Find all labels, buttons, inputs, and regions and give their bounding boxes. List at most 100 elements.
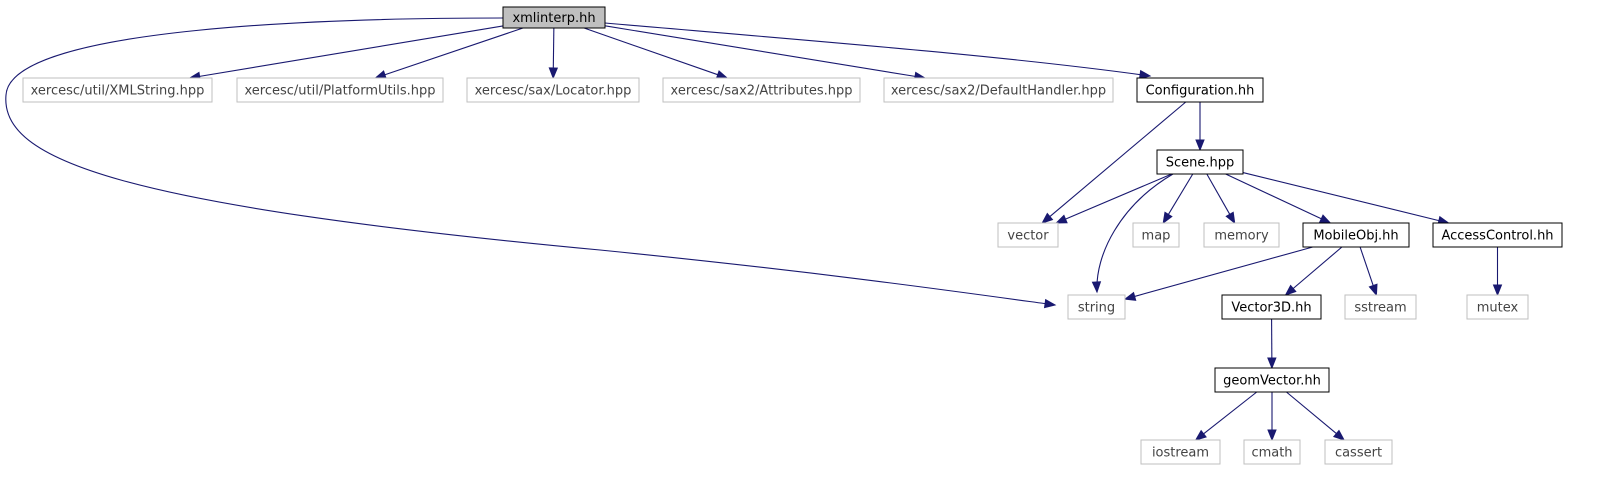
edge-geomvector-hh-to-iostream	[1194, 391, 1258, 441]
edge-scene-hpp-to-memory-arrowhead	[1225, 211, 1236, 225]
node-mobileobj-hh[interactable]: MobileObj.hh	[1302, 222, 1410, 248]
node-vector: vector	[997, 222, 1059, 248]
node-accesscontrol-hh-box	[1432, 222, 1563, 248]
node-configuration-hh[interactable]: Configuration.hh	[1136, 77, 1264, 103]
node-string: string	[1067, 294, 1126, 320]
node-configuration-hh-box	[1136, 77, 1264, 103]
node-mobileobj-hh-box	[1302, 222, 1410, 248]
node-geomvector-hh[interactable]: geomVector.hh	[1214, 367, 1330, 393]
node-vector3d-hh-box	[1221, 294, 1322, 320]
node-scene-hpp-label: Scene.hpp	[1166, 156, 1235, 171]
node-memory: memory	[1203, 222, 1280, 248]
edge-configuration-hh-to-vector	[1041, 101, 1187, 224]
edge-xmlinterp-hh-to-string	[5, 17, 1057, 309]
edge-scene-hpp-to-accesscontrol-hh-line	[1242, 172, 1440, 222]
node-defaulthandler-hpp-box	[883, 77, 1114, 103]
edge-xmlinterp-hh-to-string-arrowhead	[1043, 298, 1057, 309]
edge-geomvector-hh-to-cassert-arrowhead	[1332, 429, 1346, 441]
edge-xmlinterp-hh-to-string-path	[5, 17, 1056, 306]
edge-scene-hpp-to-string-path	[1096, 173, 1174, 293]
edge-geomvector-hh-to-iostream-line	[1203, 391, 1258, 435]
edge-mobileobj-hh-to-vector3d-hh-arrowhead	[1284, 284, 1297, 296]
node-scene-hpp-box	[1156, 149, 1244, 175]
node-map-label: map	[1142, 229, 1171, 244]
node-cmath-label: cmath	[1251, 446, 1292, 461]
edge-mobileobj-hh-to-vector3d-hh	[1284, 246, 1343, 296]
edge-xmlinterp-hh-to-locator-hpp-arrowhead	[548, 67, 559, 80]
node-mutex-label: mutex	[1477, 301, 1519, 316]
edge-vector3d-hh-to-geomvector-hh-arrowhead	[1267, 357, 1277, 370]
edge-mobileobj-hh-to-string	[1123, 246, 1313, 301]
edge-xmlinterp-hh-to-defaulthandler-hpp-line	[604, 25, 916, 77]
node-defaulthandler-hpp-label: xercesc/sax2/DefaultHandler.hpp	[891, 84, 1106, 99]
node-scene-hpp[interactable]: Scene.hpp	[1156, 149, 1244, 175]
edge-xmlinterp-hh-to-configuration-hh-arrowhead	[1138, 69, 1152, 80]
node-xmlinterp-hh-box	[502, 6, 606, 29]
node-attributes-hpp-label: xercesc/sax2/Attributes.hpp	[671, 84, 853, 99]
edge-scene-hpp-to-vector-line	[1065, 173, 1172, 220]
edge-xmlinterp-hh-to-platformutils-hpp-line	[384, 27, 524, 76]
node-vector3d-hh-label: Vector3D.hh	[1231, 301, 1311, 316]
node-iostream-box	[1140, 439, 1221, 465]
node-cassert-label: cassert	[1335, 446, 1382, 461]
node-configuration-hh-label: Configuration.hh	[1146, 84, 1255, 99]
edge-vector3d-hh-to-geomvector-hh	[1267, 318, 1277, 370]
edge-accesscontrol-hh-to-mutex	[1492, 247, 1503, 297]
node-cmath: cmath	[1243, 439, 1301, 465]
node-iostream-label: iostream	[1152, 446, 1209, 461]
edge-configuration-hh-to-vector-line	[1049, 101, 1187, 217]
node-xmlstring-hpp: xercesc/util/XMLString.hpp	[22, 77, 213, 103]
edge-accesscontrol-hh-to-mutex-arrowhead	[1492, 284, 1503, 297]
node-mutex: mutex	[1466, 294, 1529, 320]
edge-scene-hpp-to-vector-arrowhead	[1055, 214, 1068, 224]
edge-mobileobj-hh-to-string-line	[1134, 246, 1313, 297]
node-xmlinterp-hh[interactable]: xmlinterp.hh	[502, 6, 606, 29]
node-locator-hpp-box	[466, 77, 640, 103]
edge-xmlinterp-hh-to-attributes-hpp-line	[583, 27, 718, 76]
node-sstream-box	[1344, 294, 1417, 320]
node-string-label: string	[1078, 301, 1115, 316]
edge-mobileobj-hh-to-sstream-arrowhead	[1368, 283, 1378, 297]
node-vector-label: vector	[1007, 229, 1049, 244]
edge-scene-hpp-to-vector	[1055, 173, 1172, 224]
node-sstream: sstream	[1344, 294, 1417, 320]
node-attributes-hpp-box	[662, 77, 861, 103]
node-locator-hpp: xercesc/sax/Locator.hpp	[466, 77, 640, 103]
edges-layer	[5, 17, 1503, 442]
node-sstream-label: sstream	[1354, 301, 1406, 316]
edge-configuration-hh-to-scene-hpp-arrowhead	[1195, 139, 1205, 152]
node-cassert: cassert	[1324, 439, 1393, 465]
node-vector3d-hh[interactable]: Vector3D.hh	[1221, 294, 1322, 320]
node-platformutils-hpp-box	[236, 77, 444, 103]
node-geomvector-hh-box	[1214, 367, 1330, 393]
edge-geomvector-hh-to-iostream-arrowhead	[1194, 429, 1207, 441]
edge-xmlinterp-hh-to-locator-hpp-line	[552, 27, 555, 69]
node-locator-hpp-label: xercesc/sax/Locator.hpp	[475, 84, 632, 99]
edge-geomvector-hh-to-cassert	[1286, 391, 1346, 441]
node-map: map	[1132, 222, 1180, 248]
edge-xmlinterp-hh-to-xmlstring-hpp-line	[199, 25, 504, 77]
node-accesscontrol-hh-label: AccessControl.hh	[1441, 229, 1553, 244]
edge-scene-hpp-to-mobileobj-hh-arrowhead	[1318, 214, 1332, 224]
node-geomvector-hh-label: geomVector.hh	[1223, 374, 1321, 389]
edge-mobileobj-hh-to-vector3d-hh-line	[1292, 246, 1343, 289]
edge-scene-hpp-to-map-line	[1167, 173, 1194, 215]
edge-xmlinterp-hh-to-platformutils-hpp	[374, 27, 524, 80]
edge-xmlinterp-hh-to-configuration-hh	[604, 22, 1152, 80]
edge-geomvector-hh-to-cmath-arrowhead	[1267, 429, 1277, 442]
edge-configuration-hh-to-vector-arrowhead	[1041, 212, 1054, 224]
node-accesscontrol-hh[interactable]: AccessControl.hh	[1432, 222, 1563, 248]
node-xmlstring-hpp-label: xercesc/util/XMLString.hpp	[31, 84, 205, 99]
edge-scene-hpp-to-map-arrowhead	[1162, 211, 1173, 225]
edge-xmlinterp-hh-to-xmlstring-hpp	[188, 25, 504, 81]
edge-configuration-hh-to-scene-hpp	[1195, 102, 1205, 152]
edge-scene-hpp-to-map	[1162, 173, 1194, 225]
edge-xmlinterp-hh-to-locator-hpp	[548, 27, 559, 80]
node-cassert-box	[1324, 439, 1393, 465]
node-iostream: iostream	[1140, 439, 1221, 465]
edge-xmlinterp-hh-to-attributes-hpp	[583, 27, 729, 80]
node-cmath-box	[1243, 439, 1301, 465]
edge-scene-hpp-to-memory	[1206, 173, 1236, 225]
node-mobileobj-hh-label: MobileObj.hh	[1313, 229, 1398, 244]
